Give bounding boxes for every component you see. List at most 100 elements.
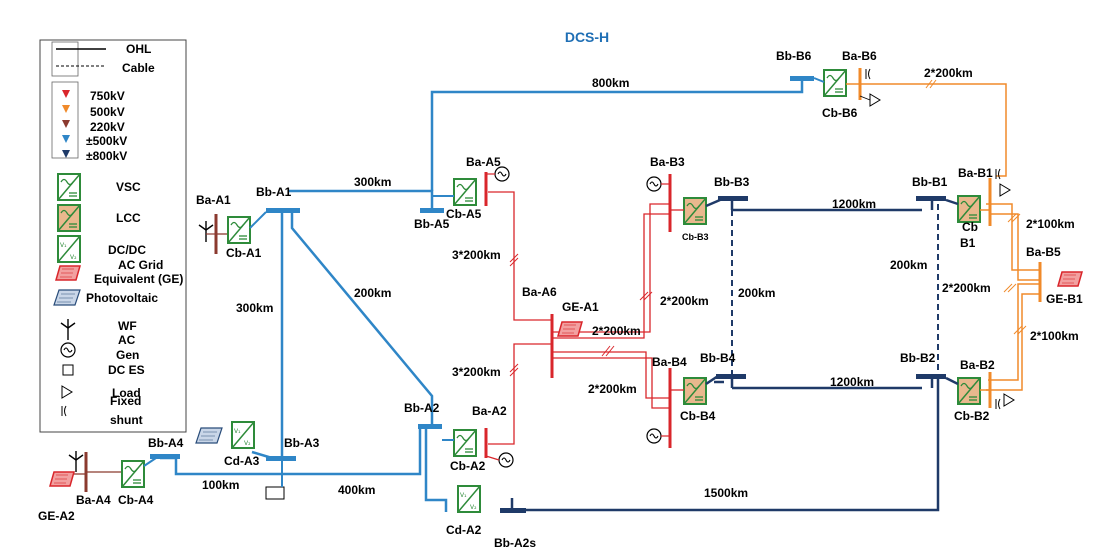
kv750-triangle-icon (62, 90, 70, 98)
converter-cb-b2 (957, 377, 981, 405)
photovoltaic-icon (53, 289, 81, 306)
label-ba-a1: Ba-A1 (196, 193, 231, 207)
wind-farm-a4-icon (68, 450, 84, 473)
label-ba-b1: Ba-B1 (958, 166, 993, 180)
legend-ac: AC (118, 333, 136, 347)
converter-cb-b3 (683, 197, 707, 225)
legend-lcc: LCC (116, 211, 141, 225)
dc-energy-storage-icon (62, 364, 74, 376)
dc-500kv-buses (150, 76, 814, 461)
converter-cb-b4 (683, 377, 707, 405)
dcdc-converter-icon (57, 235, 81, 263)
load-b6-icon (869, 93, 881, 107)
bus-bb-a3 (266, 456, 296, 461)
legend-pv: Photovoltaic (86, 291, 158, 305)
converter-cd-a3 (231, 421, 255, 449)
dist-3x200km-top: 3*200km (452, 248, 501, 262)
legend-cable: Cable (122, 61, 155, 75)
label-ba-a2: Ba-A2 (472, 404, 507, 418)
label-cb-b2: Cb-B2 (954, 409, 990, 423)
legend-dcdc: DC/DC (108, 243, 146, 257)
label-bb-b3: Bb-B3 (714, 175, 750, 189)
ac-generator-b3-icon (646, 176, 662, 192)
label-cb-b6: Cb-B6 (822, 106, 858, 120)
ge-a1-icon (557, 321, 583, 337)
label-cb-b1-bottom: B1 (960, 236, 976, 250)
bus-bb-b4 (716, 374, 746, 379)
dist-2x200km-mid: 2*200km (592, 324, 641, 338)
dist-1500km: 1500km (704, 486, 748, 500)
ac-generator-icon (60, 342, 76, 358)
kv220-triangle-icon (62, 120, 70, 128)
label-ge-b1: GE-B1 (1046, 292, 1083, 306)
dist-800km: 800km (592, 76, 629, 90)
dist-1200km-top: 1200km (832, 197, 876, 211)
label-cb-a1: Cb-A1 (226, 246, 262, 260)
legend-750kv: 750kV (90, 89, 125, 103)
dist-200km-b3b4: 200km (738, 286, 775, 300)
label-bb-a2s: Bb-A2s (494, 536, 536, 550)
fixed-shunt-b2-icon (995, 398, 1001, 410)
label-bb-a4: Bb-A4 (148, 436, 184, 450)
label-cb-a4: Cb-A4 (118, 493, 154, 507)
label-ba-a4: Ba-A4 (76, 493, 111, 507)
bus-bb-b6 (790, 76, 814, 81)
dist-2x200km-low: 2*200km (588, 382, 637, 396)
load-b1-icon (999, 183, 1011, 197)
legend-dc-es: DC ES (108, 363, 145, 377)
label-cb-b4: Cb-B4 (680, 409, 716, 423)
label-bb-a5: Bb-A5 (414, 217, 450, 231)
converter-cb-a5 (453, 178, 477, 206)
kv500-triangle-icon (62, 105, 70, 113)
bus-bb-a5 (420, 208, 444, 213)
dist-200km-diag: 200km (354, 286, 391, 300)
legend-500kv: 500kV (90, 105, 125, 119)
label-ba-b4: Ba-B4 (652, 355, 687, 369)
legend-ge-line1: AC Grid (118, 258, 163, 272)
label-cb-a2: Cb-A2 (450, 459, 486, 473)
wind-farm-a1-icon (198, 220, 214, 243)
converter-cd-a2 (457, 485, 481, 513)
dist-400km: 400km (338, 483, 375, 497)
orange-circuit-marks (925, 79, 1027, 335)
converter-cb-b1 (957, 195, 981, 223)
dist-1200km-bot: 1200km (830, 375, 874, 389)
label-cb-b3: Cb-B3 (682, 232, 709, 242)
legend-gen: Gen (116, 348, 139, 362)
label-cd-a2: Cd-A2 (446, 523, 482, 537)
line-a2-dcdc (424, 428, 448, 512)
bus-bb-a1 (266, 208, 300, 213)
label-ba-b5: Ba-B5 (1026, 245, 1061, 259)
converter-cb-a2 (453, 429, 477, 457)
ac-generator-b4-icon (646, 428, 662, 444)
dc-800kv-lines (512, 208, 940, 512)
line-a2s-b2 (512, 376, 940, 512)
ac-500kv-lines (858, 83, 1040, 391)
label-ba-b6: Ba-B6 (842, 49, 877, 63)
dist-200km-b1b2: 200km (890, 258, 927, 272)
legend-pm500kv: ±500kV (86, 134, 127, 148)
dist-2x200km-right: 2*200km (660, 294, 709, 308)
bus-bb-b1 (916, 196, 946, 201)
dc800-triangle-icon (62, 150, 70, 158)
dc-800kv-buses (500, 196, 946, 513)
legend-ge-line2: Equivalent (GE) (94, 272, 183, 286)
legend-load: Load (112, 386, 141, 400)
bus-bb-a2 (418, 424, 442, 429)
label-ge-a2: GE-A2 (38, 509, 75, 523)
dist-2x200km-b6: 2*200km (924, 66, 973, 80)
label-bb-a1: Bb-A1 (256, 185, 292, 199)
line-a5-b6 (430, 78, 804, 191)
ac-grid-equivalent-icon (55, 265, 81, 281)
line-a1-a5 (288, 189, 434, 211)
load-b2-icon (1003, 393, 1015, 407)
dc-storage-a3-icon (265, 486, 285, 500)
label-cd-a3: Cd-A3 (224, 454, 260, 468)
converter-cb-a1 (227, 216, 251, 244)
dist-300km-vert: 300km (236, 301, 273, 315)
legend-ohl: OHL (126, 42, 151, 56)
label-bb-b2: Bb-B2 (900, 351, 936, 365)
ac-generator-a5-icon (494, 166, 510, 182)
legend-220kv: 220kV (90, 120, 125, 134)
